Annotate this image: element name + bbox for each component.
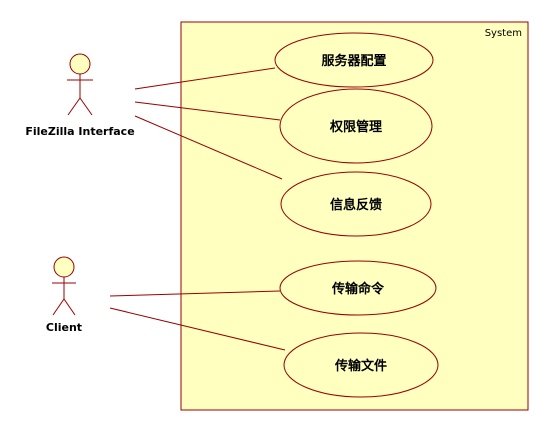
stick-figure-icon <box>52 256 76 316</box>
stick-figure-icon <box>67 53 93 116</box>
association-filezilla-uc2[interactable] <box>134 101 281 121</box>
use-case-uc5[interactable]: 传输文件 <box>283 332 439 398</box>
use-case-label: 传输文件 <box>334 358 387 374</box>
association-filezilla-uc1[interactable] <box>134 67 276 90</box>
actor-client[interactable]: Client <box>46 256 82 334</box>
use-case-label: 信息反馈 <box>330 197 382 213</box>
use-case-label: 服务器配置 <box>321 53 386 69</box>
use-case-uc1[interactable]: 服务器配置 <box>274 32 434 88</box>
actor-name: Client <box>46 321 82 334</box>
association-client-uc5[interactable] <box>109 307 286 351</box>
association-client-uc4[interactable] <box>109 290 281 297</box>
association-filezilla-uc3[interactable] <box>134 115 283 180</box>
use-case-uc3[interactable]: 信息反馈 <box>280 171 432 237</box>
actor-filezilla[interactable]: FileZilla Interface <box>25 53 135 138</box>
use-case-label: 传输命令 <box>331 281 385 297</box>
system-label: System <box>485 28 522 39</box>
use-case-uc2[interactable]: 权限管理 <box>279 88 433 164</box>
actor-name: FileZilla Interface <box>25 125 134 138</box>
use-case-uc4[interactable]: 传输命令 <box>279 260 437 316</box>
use-case-label: 权限管理 <box>329 119 382 135</box>
